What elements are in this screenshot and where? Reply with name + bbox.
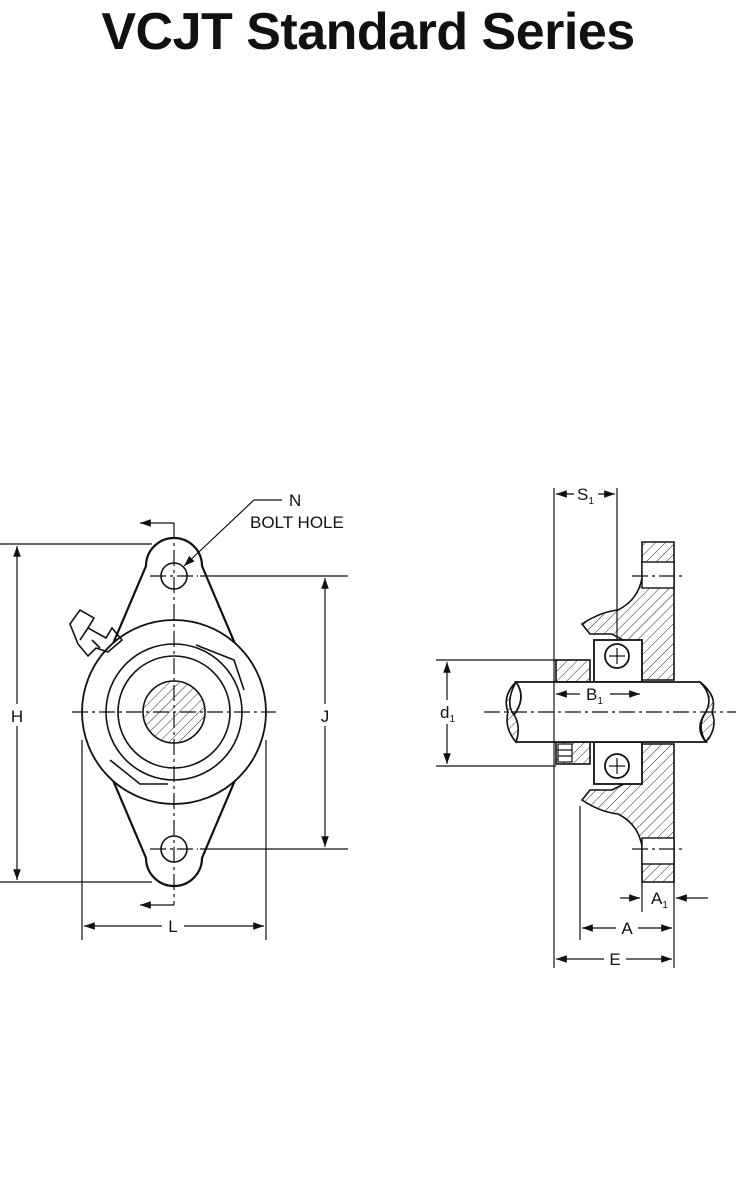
- page-title: VCJT Standard Series: [101, 3, 635, 61]
- j-label: J: [321, 707, 330, 726]
- front-view: H J L N BOLT HOLE: [0, 491, 348, 940]
- d1-label: d1: [440, 703, 455, 725]
- flange-outline: [82, 536, 266, 888]
- shaft-break-left: [505, 681, 520, 744]
- bolt-hole-label: BOLT HOLE: [250, 513, 344, 532]
- grease-fitting-icon: [69, 608, 124, 658]
- h-label: H: [11, 707, 23, 726]
- l-label: L: [168, 917, 177, 936]
- collar-top-section: [555, 659, 591, 683]
- a-label: A: [621, 919, 633, 938]
- collar-edge: [195, 644, 245, 691]
- set-screw: [557, 743, 573, 763]
- n-label: N: [289, 491, 301, 510]
- side-view: S1 B1 d1 A1 A E: [436, 485, 736, 969]
- bolt-hole-top-section: [641, 561, 675, 589]
- b1-label: B1: [586, 685, 603, 707]
- s1-label: S1: [577, 485, 594, 507]
- bolt-hole-bottom-section: [641, 837, 675, 865]
- e-label: E: [609, 950, 620, 969]
- a1-label: A1: [651, 889, 668, 911]
- n-leader-line: [183, 499, 282, 567]
- collar-edge-lower: [109, 759, 168, 785]
